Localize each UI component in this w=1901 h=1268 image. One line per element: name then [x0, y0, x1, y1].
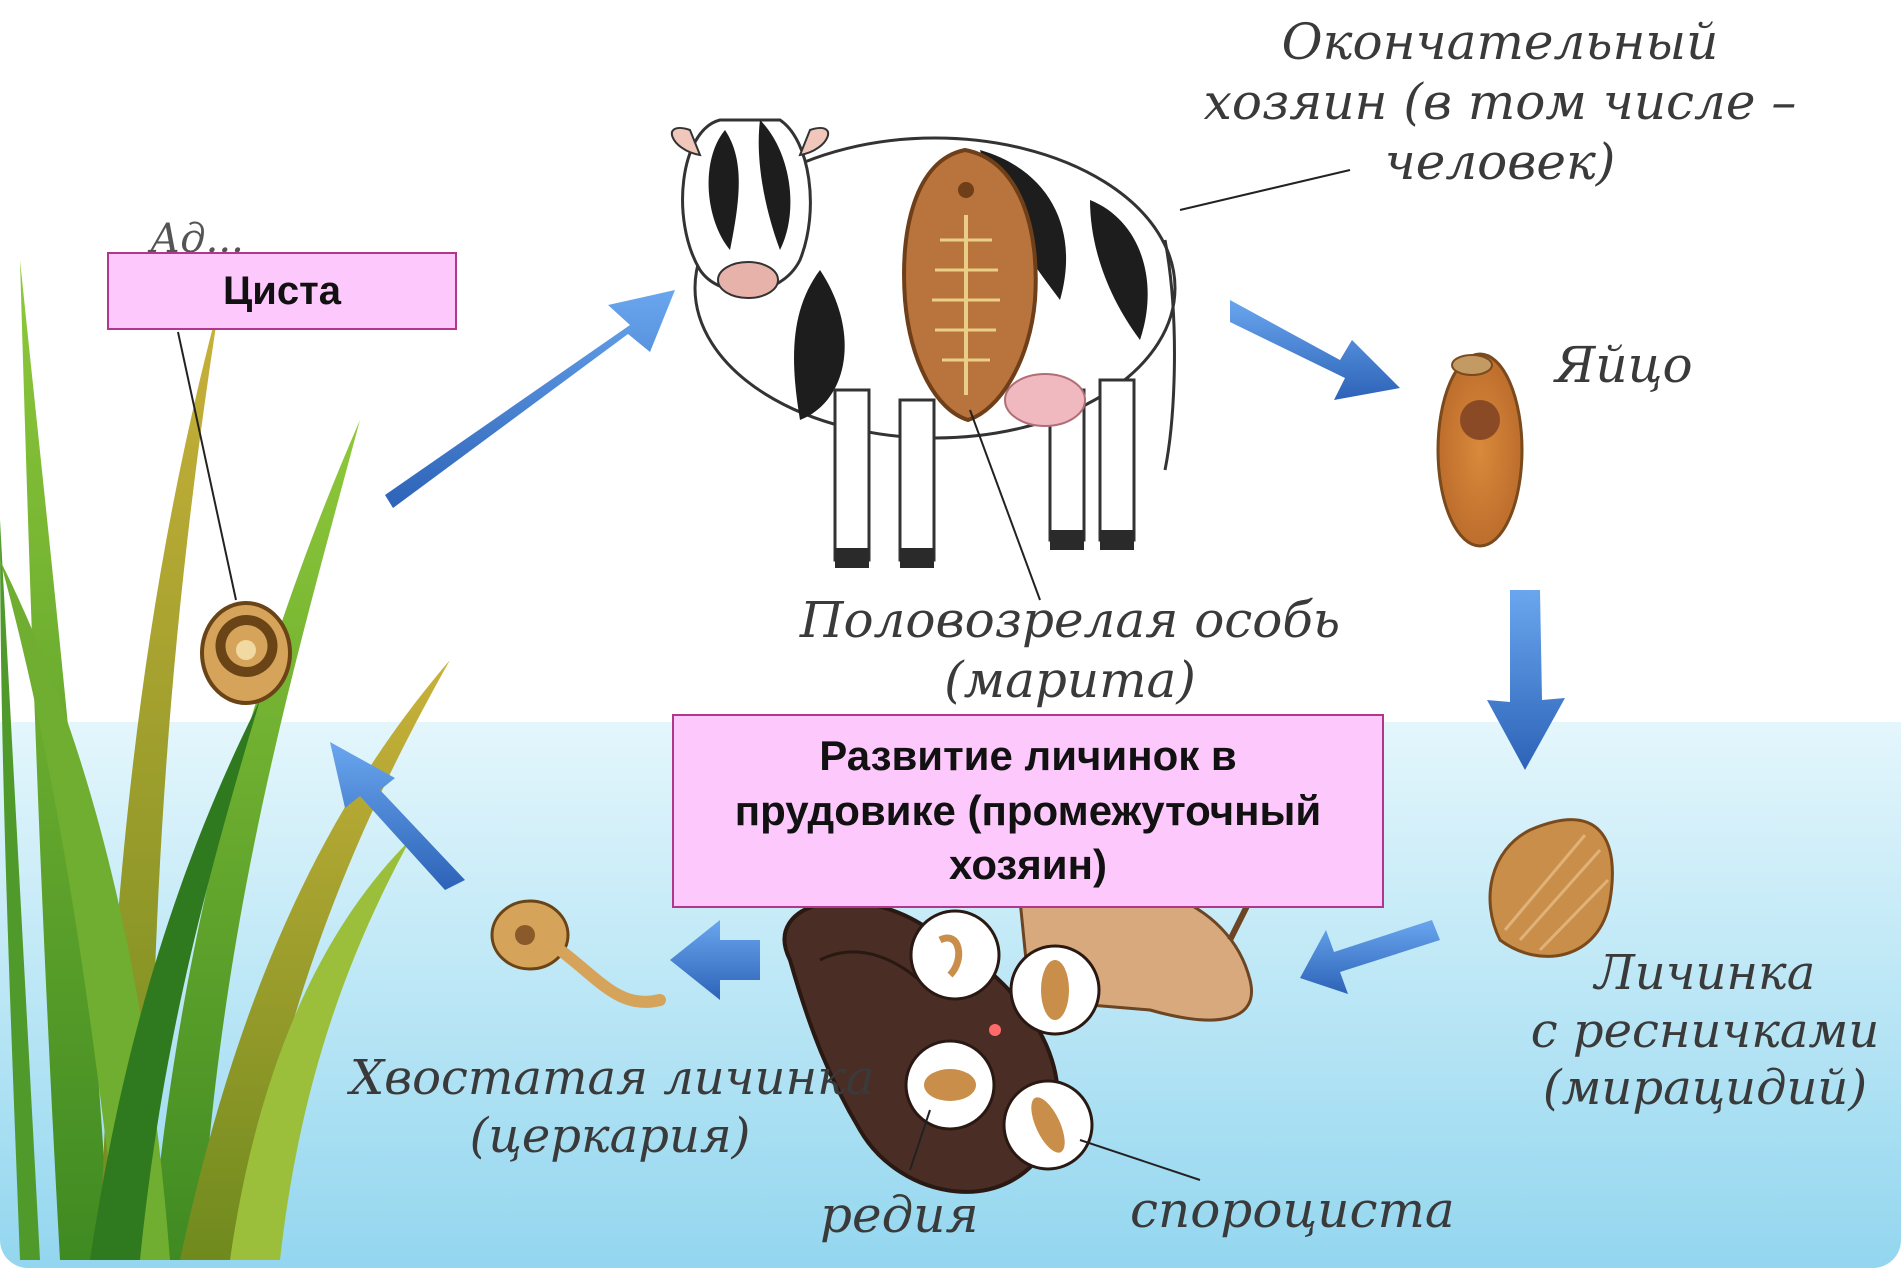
adult-fluke-label: Половозрелая особь (марита): [790, 590, 1350, 710]
cercaria-line-1: Хвостатая личинка: [350, 1050, 870, 1108]
cyst-callout: Циста: [107, 252, 457, 330]
miracidium-line-2: с ресничками: [1520, 1003, 1890, 1061]
arrow-host-to-egg: [1230, 300, 1400, 400]
adult-fluke-line-1: Половозрелая особь: [790, 590, 1350, 650]
redia-label: редия: [820, 1185, 979, 1245]
snail-callout-line-3: хозяин): [949, 838, 1107, 893]
snail-development-callout: Развитие личинок в прудовике (промежуточ…: [672, 714, 1384, 908]
adult-pointer-line: [970, 410, 1040, 600]
definitive-host-line-3: человек): [1180, 132, 1820, 192]
definitive-host-label: Окончательный хозяин (в том числе – чело…: [1180, 12, 1820, 192]
cercaria-line-2: (церкария): [350, 1108, 870, 1166]
egg-illustration: [1438, 354, 1522, 546]
arrow-miracidium-to-snail: [1300, 920, 1440, 994]
sporocyst-label: спороциста: [1130, 1180, 1455, 1240]
arrow-egg-to-water: [1487, 590, 1565, 770]
cercaria-illustration: [492, 901, 660, 1002]
cyst-illustration: [202, 603, 290, 703]
miracidium-illustration: [1490, 820, 1612, 957]
definitive-host-line-2: хозяин (в том числе –: [1180, 72, 1820, 132]
miracidium-line-3: (мирацидий): [1520, 1060, 1890, 1118]
arrow-snail-to-cercaria: [670, 920, 760, 1000]
cyst-callout-text: Циста: [223, 269, 341, 314]
miracidium-line-1: Личинка: [1520, 945, 1890, 1003]
cercaria-label: Хвостатая личинка (церкария): [350, 1050, 870, 1165]
snail-callout-line-1: Развитие личинок в: [819, 729, 1237, 784]
egg-label: Яйцо: [1555, 335, 1693, 395]
snail-callout-line-2: прудовике (промежуточный: [735, 784, 1321, 839]
miracidium-label: Личинка с ресничками (мирацидий): [1520, 945, 1890, 1118]
sporocyst-pointer-line: [1080, 1140, 1200, 1180]
definitive-host-line-1: Окончательный: [1180, 12, 1820, 72]
adult-fluke-line-2: (марита): [790, 650, 1350, 710]
